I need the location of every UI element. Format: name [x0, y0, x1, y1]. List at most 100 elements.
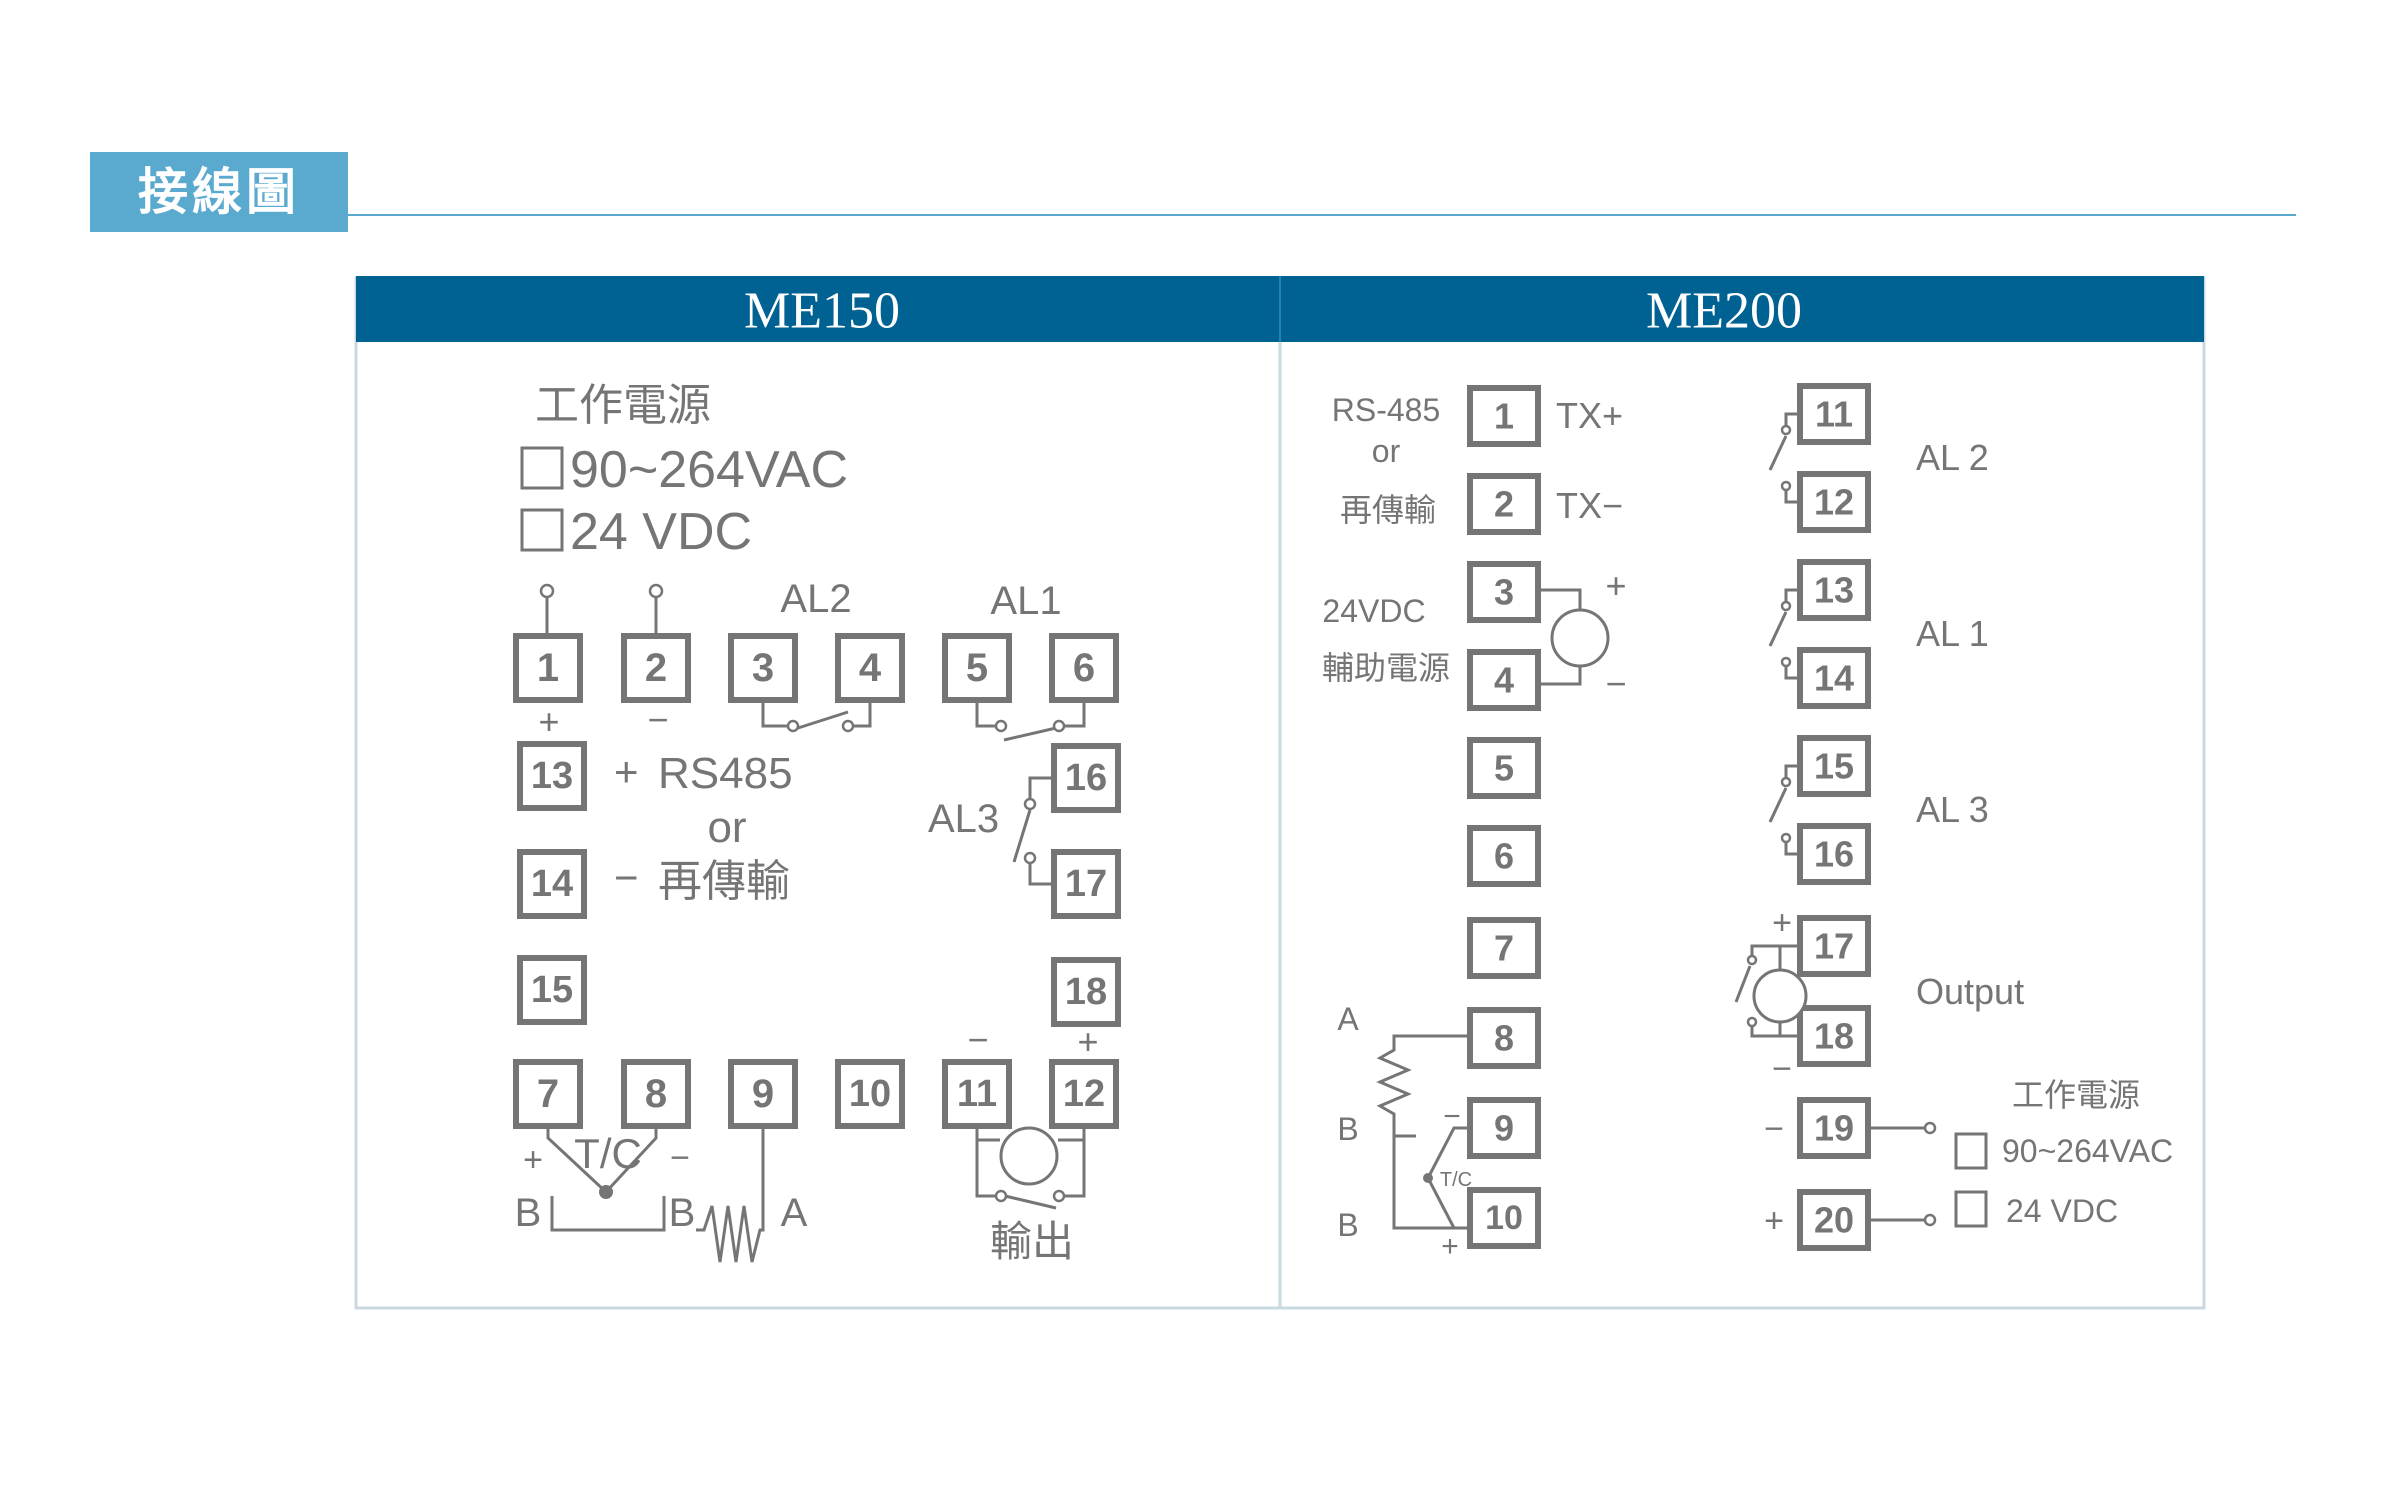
- me150-tc-minus: −: [670, 1139, 690, 1177]
- me200-terminal-13-label: 13: [1814, 570, 1854, 611]
- me200-terminal-14-label: 14: [1814, 658, 1854, 699]
- me150-terminal-10-label: 10: [849, 1073, 891, 1115]
- me150-terminal-15: [517, 955, 587, 1025]
- me200-al1-relay: [1768, 588, 1800, 680]
- me200-terminal-3: [1467, 561, 1541, 623]
- me200-title: ME200: [1646, 283, 1802, 340]
- me150-diagram: 工作電源 90~264VAC 24 VDC AL2 AL1 1 2 3 4 5 …: [513, 380, 1121, 1266]
- me200-terminal-3-label: 3: [1494, 572, 1514, 613]
- me150-terminal-14: [517, 849, 587, 919]
- me200-terminal-1-label: 1: [1494, 396, 1514, 437]
- me200-power-plus: +: [1764, 1202, 1784, 1240]
- me200-terminal-8-label: 8: [1494, 1018, 1514, 1059]
- me200-tc-plus: +: [1441, 1230, 1459, 1263]
- me150-terminal-5: [942, 633, 1012, 703]
- me150-al2-label: AL2: [780, 577, 851, 621]
- me200-tc-label: T/C: [1440, 1169, 1472, 1191]
- me150-b1-label: B: [515, 1191, 542, 1235]
- me200-terminal-20-label: 20: [1814, 1200, 1854, 1241]
- me200-terminal-4: [1467, 649, 1541, 711]
- me150-terminal-12-label: 12: [1063, 1073, 1105, 1115]
- me150-terminal-13: [517, 741, 587, 811]
- me200-terminal-10: [1467, 1187, 1541, 1249]
- me200-aux-plus: +: [1605, 565, 1626, 606]
- me200-terminal-12-label: 12: [1814, 482, 1854, 523]
- me200-terminal-17-label: 17: [1814, 926, 1854, 967]
- me150-terminal-2-label: 2: [645, 646, 667, 690]
- me150-retrans-label: 再傳輸: [658, 856, 790, 907]
- me150-terminal-7: [513, 1059, 583, 1129]
- me200-al2-label: AL 2: [1916, 437, 1989, 478]
- me200-aux-minus: −: [1605, 663, 1626, 704]
- me200-a-label: A: [1337, 1001, 1359, 1037]
- me200-power-dc-checkbox: [1954, 1190, 1988, 1228]
- me200-output-plus: +: [1772, 904, 1792, 942]
- me200-terminal-15-label: 15: [1814, 746, 1854, 787]
- me200-rs485-label: RS-485: [1332, 392, 1441, 428]
- me150-terminal-1-label: 1: [537, 646, 559, 690]
- me200-terminal-15: [1797, 735, 1871, 797]
- me200-terminal-6: [1467, 825, 1541, 887]
- me150-terminal-11-label: 11: [957, 1073, 997, 1115]
- me150-terminal-12: [1049, 1059, 1119, 1129]
- me200-terminal-5: [1467, 737, 1541, 799]
- me200-al3-label: AL 3: [1916, 789, 1989, 830]
- me150-terminal-5-label: 5: [966, 646, 988, 690]
- me150-terminal-4-label: 4: [859, 646, 882, 690]
- me150-a-label: A: [781, 1191, 808, 1235]
- me150-terminal-2: [621, 633, 691, 703]
- me150-terminal-18: [1051, 957, 1121, 1027]
- me200-power-dc-label: 24 VDC: [2006, 1193, 2118, 1229]
- me200-aux-voltage: 24VDC: [1322, 593, 1425, 629]
- me200-terminal-1: [1467, 385, 1541, 447]
- me150-plus-12: +: [1077, 1021, 1098, 1062]
- me150-plus-1: +: [538, 701, 559, 742]
- me150-power-title: 工作電源: [535, 380, 711, 431]
- me200-power-title: 工作電源: [2012, 1076, 2140, 1114]
- me150-al3-label: AL3: [928, 797, 999, 841]
- me200-or-label: or: [1372, 433, 1401, 469]
- me150-power-ac-checkbox: [520, 446, 564, 490]
- me150-minus-2: −: [647, 699, 668, 740]
- me150-power-ac-label: 90~264VAC: [570, 441, 848, 499]
- me200-terminal-9: [1467, 1097, 1541, 1159]
- me200-terminal-9-label: 9: [1494, 1108, 1514, 1149]
- me150-terminal-6-label: 6: [1073, 646, 1095, 690]
- me150-rs485-label: RS485: [658, 749, 793, 798]
- me150-title: ME150: [744, 283, 900, 340]
- me200-power-ac-checkbox: [1954, 1132, 1988, 1170]
- me200-output-label: Output: [1916, 971, 2024, 1012]
- me200-terminal-19-label: 19: [1814, 1108, 1854, 1149]
- me200-retrans-label: 再傳輸: [1340, 491, 1436, 529]
- me150-power-dc-label: 24 VDC: [570, 503, 752, 561]
- me200-terminal-7: [1467, 917, 1541, 979]
- me150-terminal-7-label: 7: [537, 1072, 559, 1116]
- me150-power-dc-checkbox: [520, 508, 564, 552]
- me200-terminal-13: [1797, 559, 1871, 621]
- me150-or-label: or: [707, 803, 746, 852]
- me200-terminal-6-label: 6: [1494, 836, 1514, 877]
- me200-output-minus: −: [1772, 1050, 1792, 1088]
- me150-terminal-4: [835, 633, 905, 703]
- me200-tc-minus: −: [1443, 1100, 1461, 1133]
- me200-al1-label: AL 1: [1916, 613, 1989, 654]
- me150-terminal-9: [728, 1059, 798, 1129]
- me150-terminal-16-label: 16: [1065, 757, 1107, 799]
- me200-terminal-2: [1467, 473, 1541, 535]
- me150-terminal-18-label: 18: [1065, 971, 1107, 1013]
- me150-terminal-1: [513, 633, 583, 703]
- me200-aux-label: 輔助電源: [1322, 649, 1450, 687]
- me150-tc-plus: +: [523, 1141, 543, 1179]
- me200-terminal-7-label: 7: [1494, 928, 1514, 969]
- me150-rs485-plus: +: [614, 748, 639, 795]
- me200-terminal-10-label: 10: [1485, 1199, 1523, 1237]
- me200-terminal-18-label: 18: [1814, 1016, 1854, 1057]
- me150-rs485-minus: −: [614, 854, 639, 901]
- me200-terminal-11-label: 11: [1815, 394, 1853, 435]
- me150-terminal-8-label: 8: [645, 1072, 667, 1116]
- me150-terminal-10: [835, 1059, 905, 1129]
- me200-terminal-2-label: 2: [1494, 484, 1514, 525]
- me200-b1-label: B: [1337, 1111, 1358, 1147]
- me150-output-label: 輸出: [990, 1217, 1074, 1266]
